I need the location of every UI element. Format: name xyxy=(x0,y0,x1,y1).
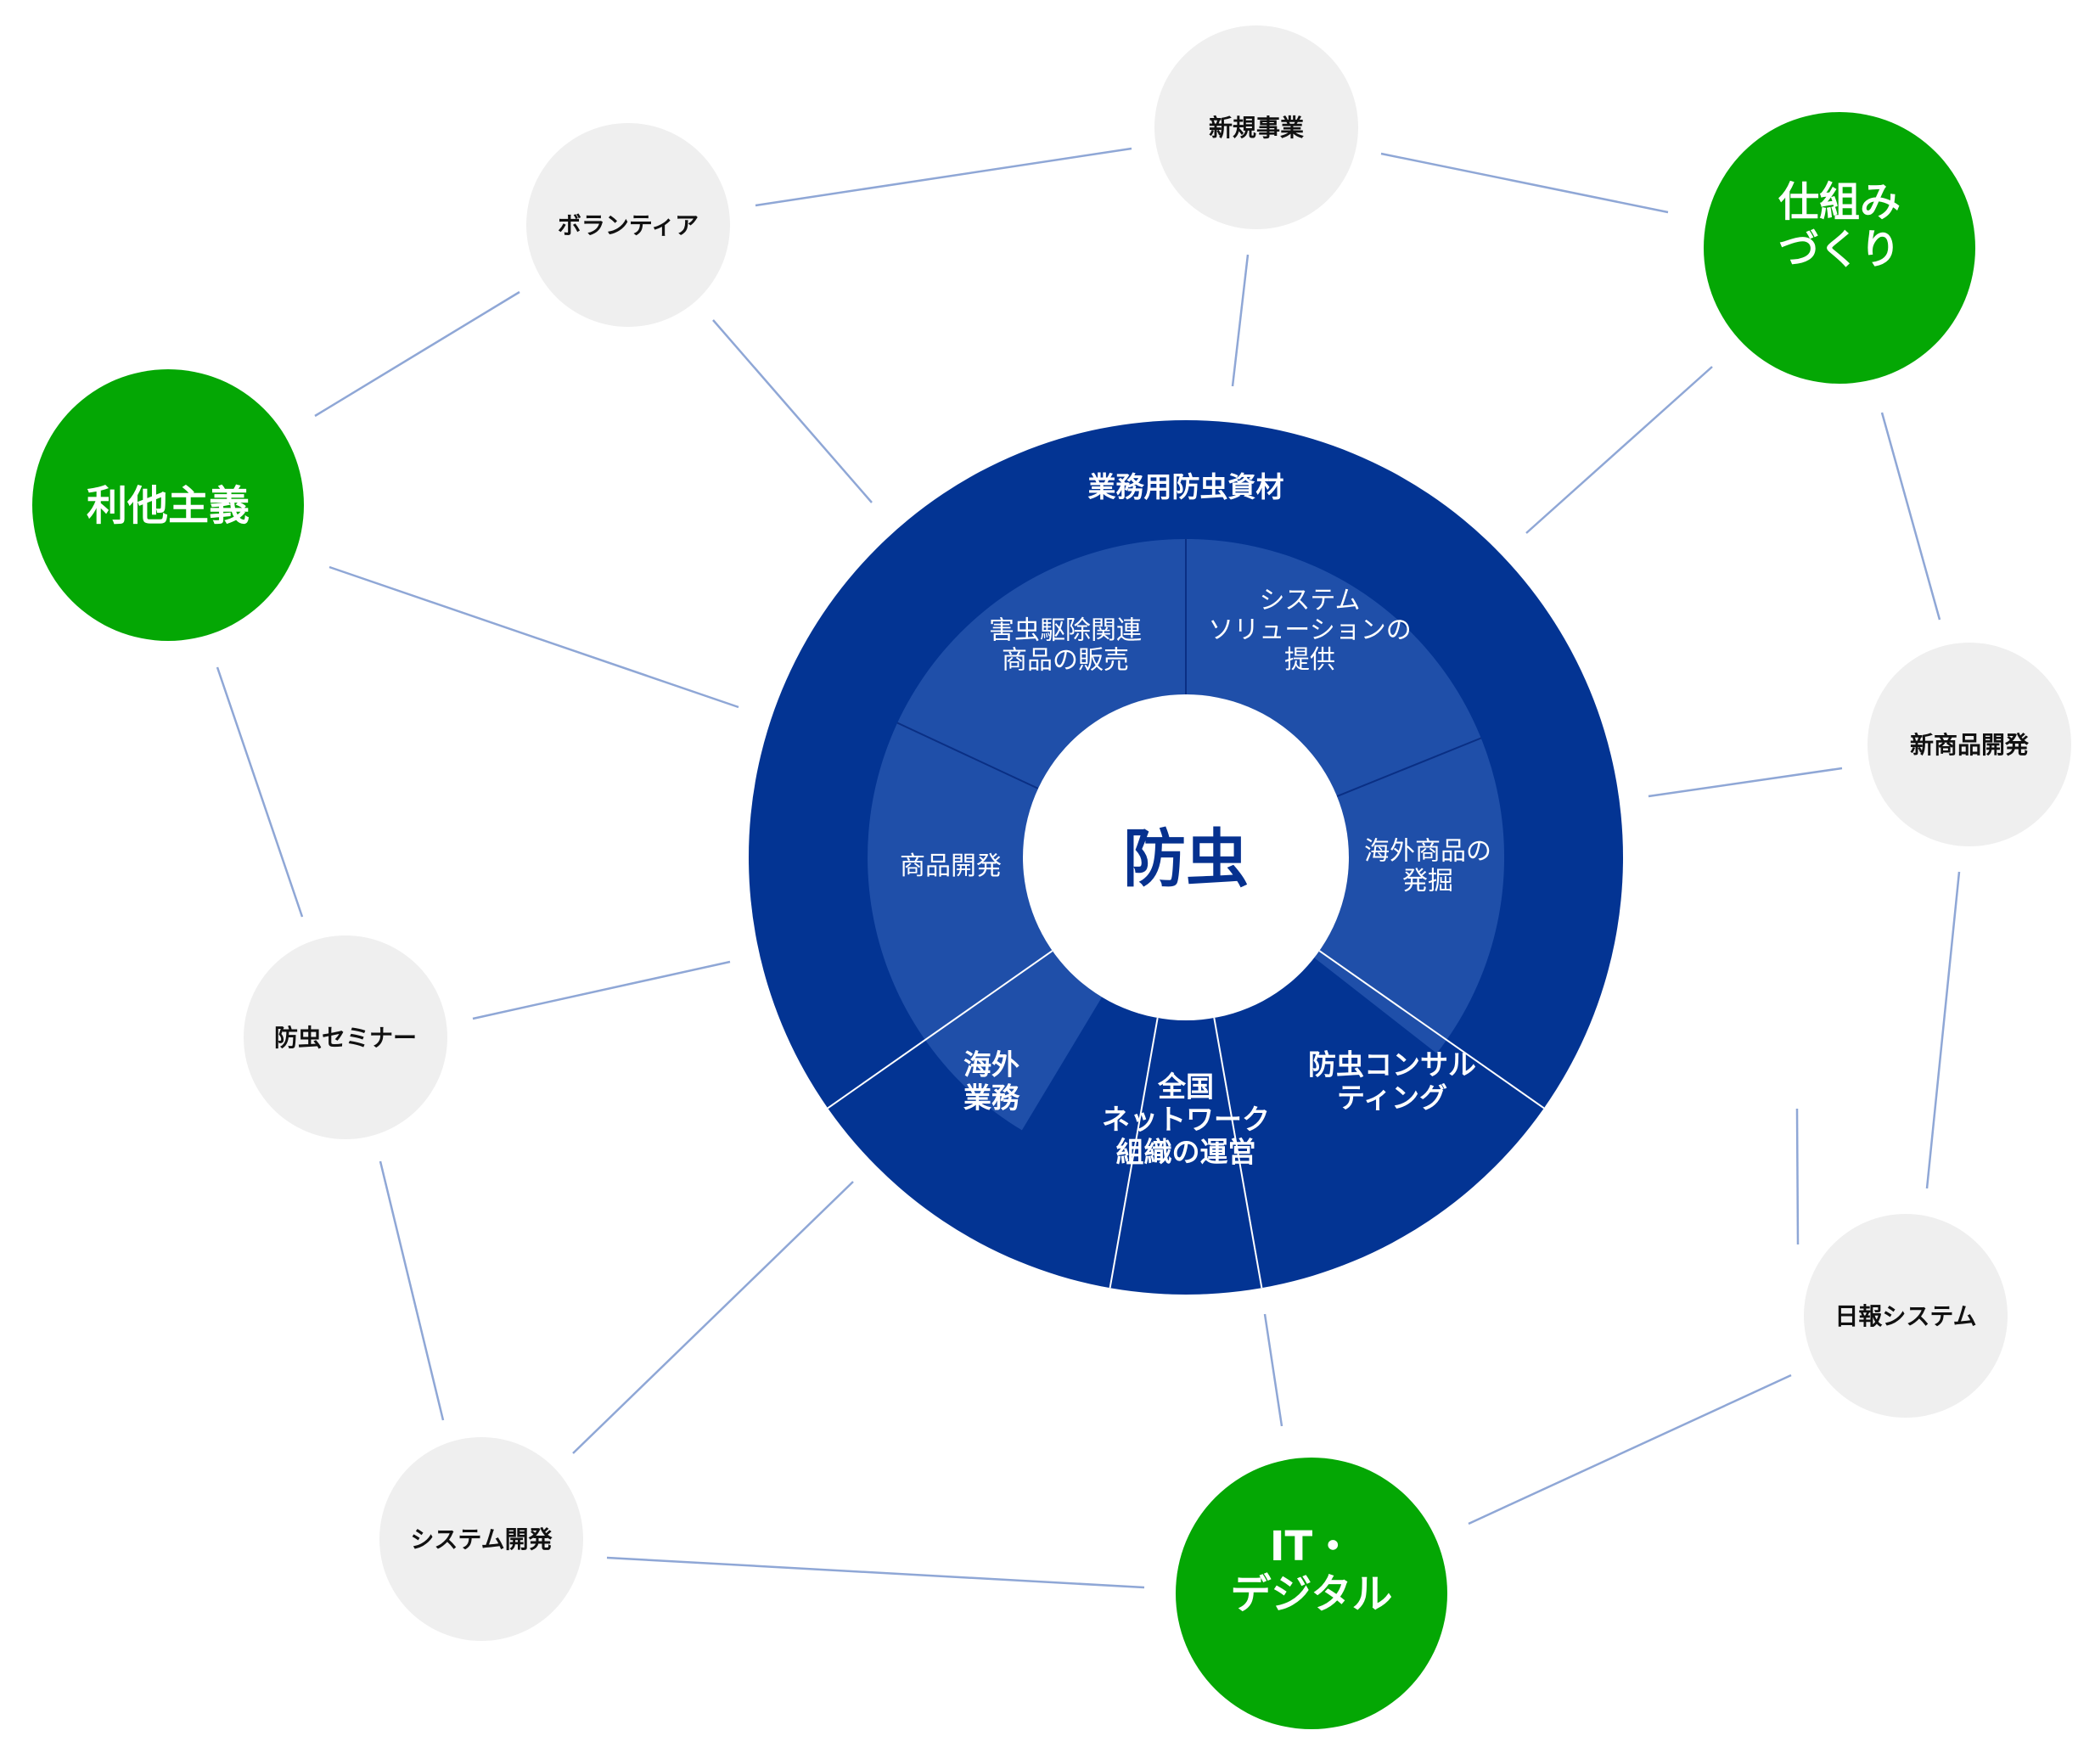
connector-ritashugi-hub xyxy=(329,565,739,709)
center-circle xyxy=(1023,694,1349,1020)
inner-ring xyxy=(868,538,1505,1131)
node-circle xyxy=(32,369,304,641)
outer-segment-label-overseas-work: 海外業務 xyxy=(963,1048,1020,1115)
connector-shinshohin-hub xyxy=(1648,767,1843,798)
inner-ring-dividers xyxy=(896,539,1482,798)
outer-divider-bottom-right xyxy=(1213,1017,1263,1289)
node-shinshohin[interactable]: 新商品開発 xyxy=(1868,643,2071,846)
connector-nippo-it xyxy=(1468,1374,1792,1525)
node-circle xyxy=(1704,112,1975,384)
outer-divider-bottom-left xyxy=(1109,1017,1159,1289)
connector-shikumi-hub xyxy=(1525,366,1713,534)
inner-segment-label-overseas-discovery: 海外商品の発掘 xyxy=(1364,837,1491,896)
center-label: 防虫 xyxy=(1123,823,1249,896)
node-label-volunteer: ボランティア xyxy=(558,211,699,239)
node-label-shikumi: 仕組みづくり xyxy=(1778,178,1901,273)
node-label-bochu-seminar: 防虫セミナー xyxy=(274,1024,417,1052)
hub-wheel: 防虫 業務用防虫資材 害虫駆除関連商品の販売 システムソリューションの提供 海外… xyxy=(749,420,1623,1295)
connector-shikumi-shinshohin xyxy=(1880,412,1941,621)
connector-seminar-hub xyxy=(472,960,731,1020)
node-volunteer[interactable]: ボランティア xyxy=(526,123,730,327)
node-shikumi[interactable]: 仕組みづくり xyxy=(1704,112,1975,384)
node-circle xyxy=(244,935,447,1139)
connector-nippo-hub xyxy=(1795,1108,1800,1245)
connector-shinki-hub xyxy=(1231,254,1250,387)
node-system-kaihatsu[interactable]: システム開発 xyxy=(379,1437,583,1641)
node-circle xyxy=(1176,1458,1447,1729)
outer-ring-dividers xyxy=(827,950,1545,1289)
inner-segment-label-pest-sales: 害虫駆除関連商品の販売 xyxy=(989,616,1142,676)
outer-divider-left xyxy=(827,950,1053,1110)
node-label-it-digital: IT・デジタル xyxy=(1230,1523,1392,1618)
node-label-system-kaihatsu: システム開発 xyxy=(410,1525,553,1553)
outer-divider-right xyxy=(1318,950,1545,1110)
connector-volunteer-shinki xyxy=(755,147,1132,207)
inner-divider-left xyxy=(896,722,1039,789)
node-it-digital[interactable]: IT・デジタル xyxy=(1176,1458,1447,1729)
connector-ritashugi-seminar xyxy=(216,666,304,918)
connector-lines xyxy=(216,147,1961,1589)
connector-system-hub xyxy=(572,1181,854,1454)
connector-volunteer-ritashugi xyxy=(314,290,520,418)
connector-shinshohin-nippo xyxy=(1925,871,1961,1189)
outer-segment-top-label: 業務用防虫資材 xyxy=(1088,470,1284,503)
connector-volunteer-hub xyxy=(712,319,873,503)
inner-divider-right xyxy=(1336,737,1482,798)
node-nippo[interactable]: 日報システム xyxy=(1804,1214,2008,1418)
inner-segment-label-product-dev: 商品開発 xyxy=(900,851,1002,881)
connector-shinki-shikumi xyxy=(1380,152,1669,214)
outer-segment-label-consulting: 防虫コンサルティング xyxy=(1308,1048,1476,1115)
node-circle xyxy=(1154,25,1358,229)
node-ritashugi[interactable]: 利他主義 xyxy=(32,369,304,641)
node-label-ritashugi: 利他主義 xyxy=(87,482,250,530)
node-label-shinki: 新規事業 xyxy=(1209,114,1304,142)
node-circle xyxy=(526,123,730,327)
node-shinki[interactable]: 新規事業 xyxy=(1154,25,1358,229)
connector-seminar-system xyxy=(379,1160,445,1421)
node-circle xyxy=(1868,643,2071,846)
inner-segment-label-system-solution: システムソリューションの提供 xyxy=(1208,586,1411,675)
node-label-nippo: 日報システム xyxy=(1834,1302,1976,1330)
node-circle xyxy=(379,1437,583,1641)
node-circle xyxy=(1804,1214,2008,1418)
connector-system-it xyxy=(606,1556,1145,1589)
node-label-shinshohin: 新商品開発 xyxy=(1910,731,2030,759)
outer-segment-label-network: 全国ネットワーク組織の運営 xyxy=(1102,1070,1270,1168)
node-bochu-seminar[interactable]: 防虫セミナー xyxy=(244,935,447,1139)
connector-it-hub xyxy=(1263,1313,1283,1427)
